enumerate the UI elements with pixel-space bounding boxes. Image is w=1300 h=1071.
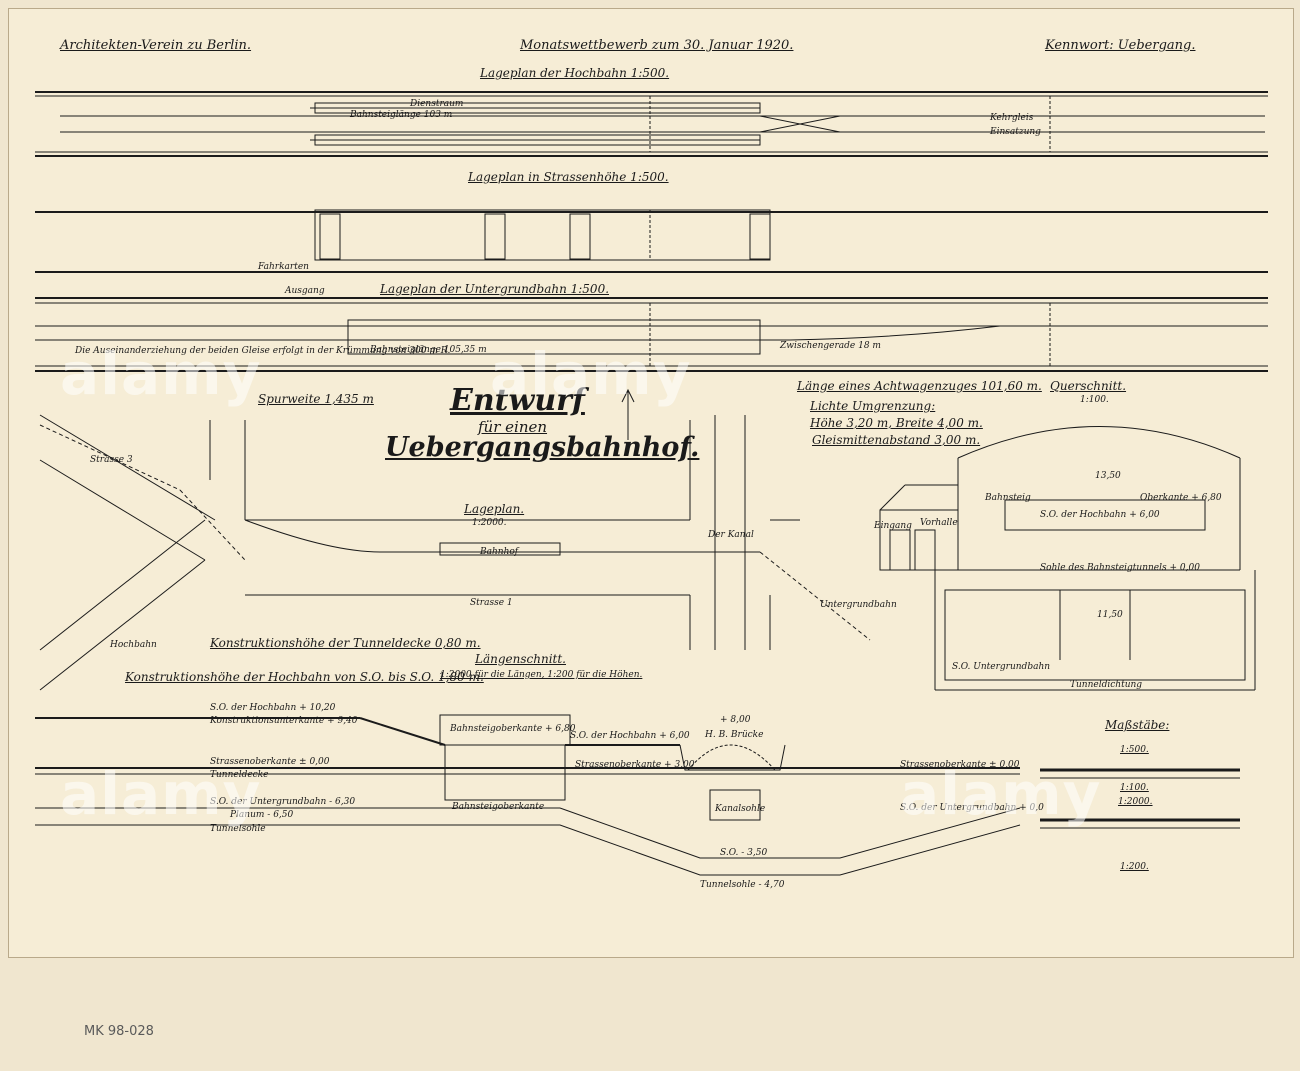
- spec-umgrenzung-title: Lichte Umgrenzung:: [810, 399, 936, 413]
- cross-section-oberkante: Oberkante + 6,80: [1140, 493, 1222, 503]
- spec-spurweite: Spurweite 1,435 m: [258, 392, 374, 406]
- strassen-plan: [35, 209, 1268, 273]
- site-plan-strasse-3: Strasse 3: [90, 455, 133, 465]
- hochbahn-plan-title: Lageplan der Hochbahn 1:500.: [480, 66, 670, 80]
- long-section-800: + 8,00: [720, 715, 751, 725]
- watermark: alamy: [900, 760, 1102, 828]
- cross-section-tunneldichtung: Tunneldichtung: [1070, 680, 1143, 690]
- watermark: alamy: [60, 760, 262, 828]
- long-section-so-hochbahn-2: S.O. der Hochbahn + 6,00: [570, 731, 690, 741]
- header-right: Kennwort: Uebergang.: [1045, 38, 1196, 53]
- scale-bars: [1040, 768, 1240, 829]
- inventory-number: MK 98-028: [84, 1024, 154, 1039]
- longitudinal-section: [35, 714, 1021, 876]
- site-plan-bahnhof: Bahnhof: [480, 547, 519, 557]
- cross-section-bahnsteig: Bahnsteig: [985, 493, 1031, 503]
- site-plan-title: Lageplan.: [464, 502, 525, 516]
- hochbahn-note-bahnsteiglaenge: Bahnsteiglänge 103 m: [350, 110, 453, 120]
- hochbahn-note-dienstraum: Dienstraum: [410, 99, 464, 109]
- title-uebergangsbahnhof: Uebergangsbahnhof.: [385, 432, 700, 463]
- spec-hochbahn-konstruktion: Konstruktionshöhe der Hochbahn von S.O. …: [125, 670, 484, 684]
- scales-title: Maßstäbe:: [1105, 718, 1170, 732]
- hochbahn-plan: [35, 91, 1268, 157]
- title-fuer-einen: für einen: [478, 418, 548, 436]
- watermark: alamy: [490, 340, 692, 408]
- long-section-strassenoberkante: Strassenoberkante ± 0,00: [210, 757, 330, 767]
- long-section-planum: Planum - 6,50: [230, 810, 294, 820]
- cross-section: [879, 426, 1256, 691]
- spec-gleisabstand: Gleismittenabstand 3,00 m.: [812, 433, 981, 447]
- drawing-paper: [8, 8, 1294, 958]
- title-entwurf: Entwurf: [450, 383, 585, 418]
- site-plan: [39, 388, 871, 691]
- long-section-so-untergrund: S.O. der Untergrundbahn - 6,30: [210, 797, 356, 807]
- long-section-title: Längenschnitt.: [475, 652, 566, 666]
- spec-tunneldecke: Konstruktionshöhe der Tunneldecke 0,80 m…: [210, 636, 481, 650]
- header-center: Monatswettbewerb zum 30. Januar 1920.: [520, 38, 794, 53]
- long-section-bahnsteigoberkante: Bahnsteigoberkante + 6,80: [450, 724, 576, 734]
- cross-section-vorhalle: Vorhalle: [920, 518, 958, 528]
- long-section-strasse-300: Strassenoberkante + 3,00: [575, 760, 695, 770]
- scale-1-200: 1:200.: [1120, 862, 1149, 872]
- watermark: alamy: [60, 340, 262, 408]
- strassen-note-ausgang: Ausgang: [285, 286, 325, 296]
- strassen-note-fahrkarten: Fahrkarten: [258, 262, 309, 272]
- cross-section-scale: 1:100.: [1080, 395, 1109, 405]
- site-plan-kanal: Der Kanal: [708, 530, 754, 540]
- long-section-tunnelsohle-470: Tunnelsohle - 4,70: [700, 880, 785, 890]
- long-section-bahnsteigkante: Bahnsteigoberkante: [452, 802, 545, 812]
- long-section-kanalsohle: Kanalsohle: [715, 804, 766, 814]
- cross-section-title: Querschnitt.: [1050, 379, 1127, 393]
- long-section-tunneldecke: Tunneldecke: [210, 770, 269, 780]
- long-section-konstruktion: Konstruktionsunterkante + 9,40: [210, 716, 358, 726]
- cross-section-dim-1350: 13,50: [1095, 471, 1121, 481]
- scale-1-2000: 1:2000.: [1118, 797, 1153, 807]
- untergrund-note-bahnsteiglaenge: Bahnsteiglänge 105,35 m: [370, 345, 487, 355]
- site-plan-scale: 1:2000.: [472, 518, 507, 528]
- long-section-scale: 1:2000 für die Längen, 1:200 für die Höh…: [440, 670, 643, 680]
- site-plan-hochbahn: Hochbahn: [110, 640, 157, 650]
- cross-section-dim-1150: 11,50: [1097, 610, 1123, 620]
- cross-section-eingang: Eingang: [874, 521, 912, 531]
- cross-section-sohle: Sohle des Bahnsteigtunnels + 0,00: [1040, 563, 1200, 573]
- long-section-hb-bruecke: H. B. Brücke: [705, 730, 764, 740]
- untergrund-plan-title: Lageplan der Untergrundbahn 1:500.: [380, 282, 610, 296]
- long-section-tunnelsohle: Tunnelsohle: [210, 824, 266, 834]
- untergrund-plan: [35, 297, 1268, 372]
- site-plan-untergrundbahn: Untergrundbahn: [820, 600, 897, 610]
- site-plan-strasse-1: Strasse 1: [470, 598, 513, 608]
- long-section-so-hochbahn: S.O. der Hochbahn + 10,20: [210, 703, 336, 713]
- spec-zuglaenge: Länge eines Achtwagenzuges 101,60 m.: [797, 379, 1042, 393]
- strassen-plan-title: Lageplan in Strassenhöhe 1:500.: [468, 170, 669, 184]
- untergrund-note-zwischengerade: Zwischengerade 18 m: [780, 341, 881, 351]
- cross-section-hochbahn-so: S.O. der Hochbahn + 6,00: [1040, 510, 1160, 520]
- scale-1-500: 1:500.: [1120, 745, 1149, 755]
- hochbahn-note-einsatzung: Einsatzung: [990, 127, 1041, 137]
- cross-section-so-untergrund: S.O. Untergrundbahn: [952, 662, 1051, 672]
- scale-1-100: 1:100.: [1120, 783, 1149, 793]
- spec-umgrenzung-values: Höhe 3,20 m, Breite 4,00 m.: [810, 416, 983, 430]
- header-left: Architekten-Verein zu Berlin.: [60, 38, 252, 53]
- long-section-so-untergrund-2: S.O. der Untergrundbahn + 0,0: [900, 803, 1044, 813]
- long-section-so-350: S.O. - 3,50: [720, 848, 768, 858]
- hochbahn-note-fahrgleis: Kehrgleis: [990, 113, 1034, 123]
- long-section-strassenoberkante-2: Strassenoberkante ± 0,00: [900, 760, 1020, 770]
- untergrund-note-auseinander: Die Auseinanderziehung der beiden Gleise…: [75, 346, 451, 356]
